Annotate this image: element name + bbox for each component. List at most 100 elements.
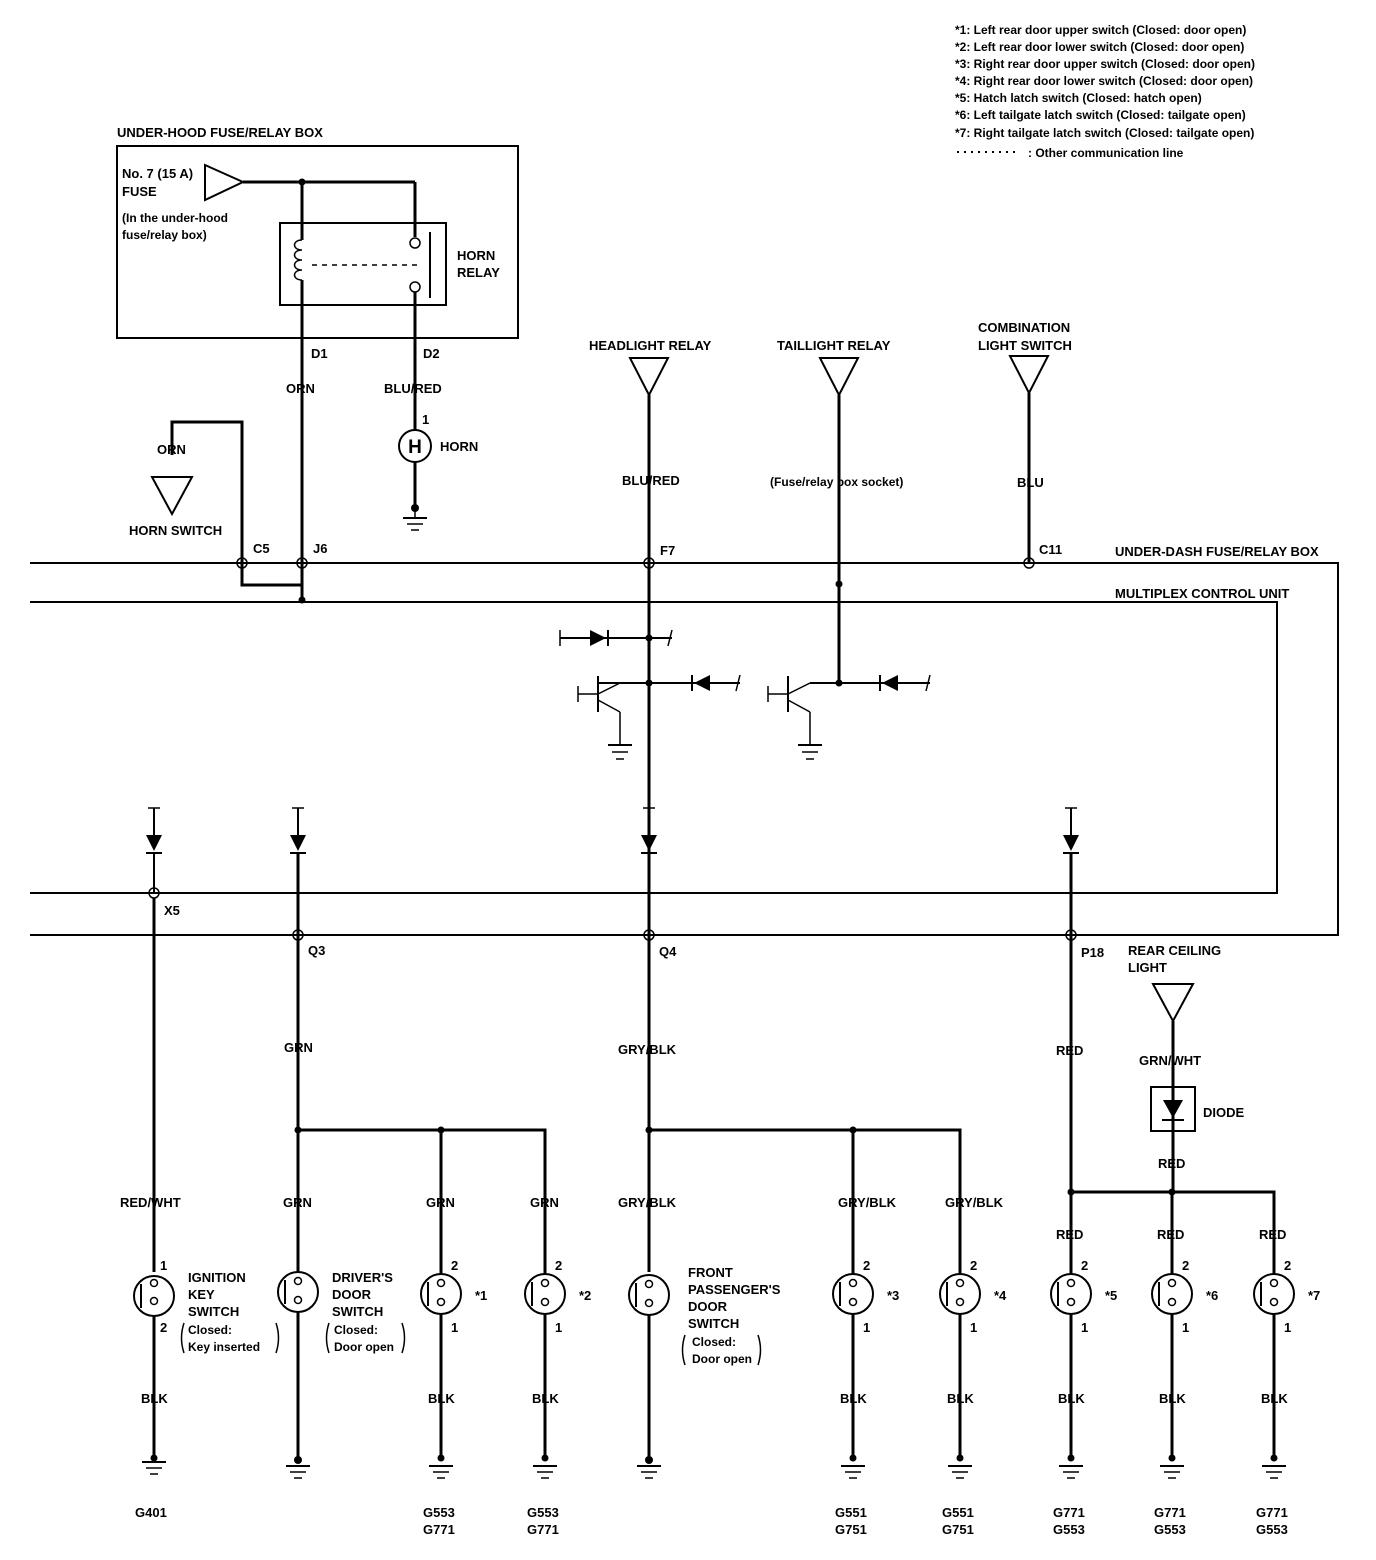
blu-red-horn-label: BLU/RED — [384, 381, 442, 396]
relay-coil-icon — [293, 239, 303, 281]
combo-switch-wire-label: BLU — [1017, 475, 1044, 490]
d1-label: D1 — [311, 346, 328, 361]
s1-star-label: *1 — [475, 1288, 487, 1303]
c5-j6-bridge — [240, 563, 302, 587]
legend: *1: Left rear door upper switch (Closed:… — [955, 23, 1255, 160]
ign-pin-bot: 2 — [160, 1320, 167, 1335]
fuse-label-1: No. 7 (15 A) — [122, 166, 193, 181]
c5-label: C5 — [253, 541, 270, 556]
s5-pin-top: 2 — [1081, 1258, 1088, 1273]
s2-pin-top: 2 — [555, 1258, 562, 1273]
multiplex-box-label: MULTIPLEX CONTROL UNIT — [1115, 586, 1289, 601]
headlight-internal-circuit — [559, 629, 741, 760]
s6-gnd-label-1: G771 — [1154, 1505, 1186, 1520]
legend-dotted-text: : Other communication line — [1028, 146, 1184, 160]
s2-star-label: *2 — [579, 1288, 591, 1303]
ign-wire-label: RED/WHT — [120, 1195, 181, 1210]
s1-gnd-wire-label: BLK — [428, 1391, 455, 1406]
q3-splice-dot-2 — [437, 1126, 445, 1134]
legend-item-2: *2: Left rear door lower switch (Closed:… — [955, 40, 1244, 54]
fp-label-4: SWITCH — [688, 1316, 739, 1331]
taillight-internal-circuit — [767, 674, 931, 760]
s3-gnd-label-2: G751 — [835, 1522, 867, 1537]
diode-box — [1150, 1086, 1196, 1132]
relay-contact-top — [409, 237, 421, 249]
rear-light-icon — [1151, 983, 1195, 1024]
s6-gnd-label-2: G553 — [1154, 1522, 1186, 1537]
legend-item-7: *7: Right tailgate latch switch (Closed:… — [955, 126, 1254, 140]
underhood-box-title: UNDER-HOOD FUSE/RELAY BOX — [117, 125, 323, 140]
legend-item-1: *1: Left rear door upper switch (Closed:… — [955, 23, 1246, 37]
front-passenger-door-switch: GRY/BLK FRONT PASSENGER'S DOOR SWITCH Cl… — [618, 1195, 781, 1479]
s3-pin-bot: 1 — [863, 1320, 870, 1335]
taillight-note: (Fuse/relay box socket) — [770, 475, 903, 489]
ign-label-1: IGNITION — [188, 1270, 246, 1285]
horn-switch-icon — [150, 476, 194, 517]
s6-star-label: *6 — [1206, 1288, 1218, 1303]
headlight-relay-icon — [628, 357, 670, 398]
f7-connector — [643, 557, 655, 569]
combo-switch-label-2: LIGHT SWITCH — [978, 338, 1072, 353]
underhood-box-outline — [116, 145, 519, 339]
q3-trunk-label: GRN — [284, 1040, 313, 1055]
horn-relay-outline — [279, 222, 447, 306]
s3-gnd-label-1: G551 — [835, 1505, 867, 1520]
s7-pin-bot: 1 — [1284, 1320, 1291, 1335]
fuse-label-2: FUSE — [122, 184, 157, 199]
ignition-key-switch: RED/WHT 1 2 IGNITION KEY SWITCH Closed: … — [120, 1195, 280, 1520]
horn-symbol: H — [408, 437, 422, 458]
drv-wire-label: GRN — [283, 1195, 312, 1210]
p18-label: P18 — [1081, 945, 1104, 960]
rear-ceiling-light: REAR CEILING LIGHT GRN/WHT DIODE RED — [1128, 943, 1245, 1192]
s3-gnd-wire-label: BLK — [840, 1391, 867, 1406]
drv-label-3: SWITCH — [332, 1304, 383, 1319]
s1-wire-label: GRN — [426, 1195, 455, 1210]
horn-ground-icon — [403, 508, 427, 531]
s1-pin-top: 2 — [451, 1258, 458, 1273]
c5-connector — [236, 557, 248, 569]
taillight-splice-dot — [835, 580, 843, 588]
j6-label: J6 — [313, 541, 327, 556]
underdash-box-outline — [30, 562, 1339, 936]
diode-label: DIODE — [1203, 1105, 1245, 1120]
ign-label-3: SWITCH — [188, 1304, 239, 1319]
s2-pin-bot: 1 — [555, 1320, 562, 1335]
s7-gnd-label-1: G771 — [1256, 1505, 1288, 1520]
s4-star-label: *4 — [994, 1288, 1007, 1303]
input-diodes — [146, 807, 1079, 893]
drv-label-5: Door open — [334, 1340, 394, 1354]
legend-item-3: *3: Right rear door upper switch (Closed… — [955, 57, 1255, 71]
drv-label-2: DOOR — [332, 1287, 372, 1302]
s3-pin-top: 2 — [863, 1258, 870, 1273]
s4-gnd-wire-label: BLK — [947, 1391, 974, 1406]
horn-switch: ORN HORN SWITCH — [129, 420, 244, 563]
s1-gnd-label-1: G553 — [423, 1505, 455, 1520]
drv-label-1: DRIVER'S — [332, 1270, 393, 1285]
s4-pin-bot: 1 — [970, 1320, 977, 1335]
s5-gnd-label-1: G771 — [1053, 1505, 1085, 1520]
rear-light-label-1: REAR CEILING — [1128, 943, 1221, 958]
horn-label: HORN — [440, 439, 478, 454]
ign-pin-top: 1 — [160, 1258, 167, 1273]
fuse-note-2: fuse/relay box) — [122, 228, 207, 242]
headlight-relay-label: HEADLIGHT RELAY — [589, 338, 712, 353]
ign-label-2: KEY — [188, 1287, 215, 1302]
s7-star-label: *7 — [1308, 1288, 1320, 1303]
s2-wire-label: GRN — [530, 1195, 559, 1210]
ign-gnd-label: G401 — [135, 1505, 167, 1520]
s7-pin-top: 2 — [1284, 1258, 1291, 1273]
relay-label-2: RELAY — [457, 265, 500, 280]
taillight-relay-icon — [818, 357, 860, 398]
underdash-box-label: UNDER-DASH FUSE/RELAY BOX — [1115, 544, 1319, 559]
c11-connector — [1023, 557, 1035, 569]
drivers-door-switch: GRN DRIVER'S DOOR SWITCH Closed: Door op… — [277, 1195, 406, 1479]
rear-light-out-label: RED — [1158, 1156, 1185, 1171]
q3-splice-dot — [294, 1126, 302, 1134]
legend-item-4: *4: Right rear door lower switch (Closed… — [955, 74, 1253, 88]
s2-gnd-label-1: G553 — [527, 1505, 559, 1520]
